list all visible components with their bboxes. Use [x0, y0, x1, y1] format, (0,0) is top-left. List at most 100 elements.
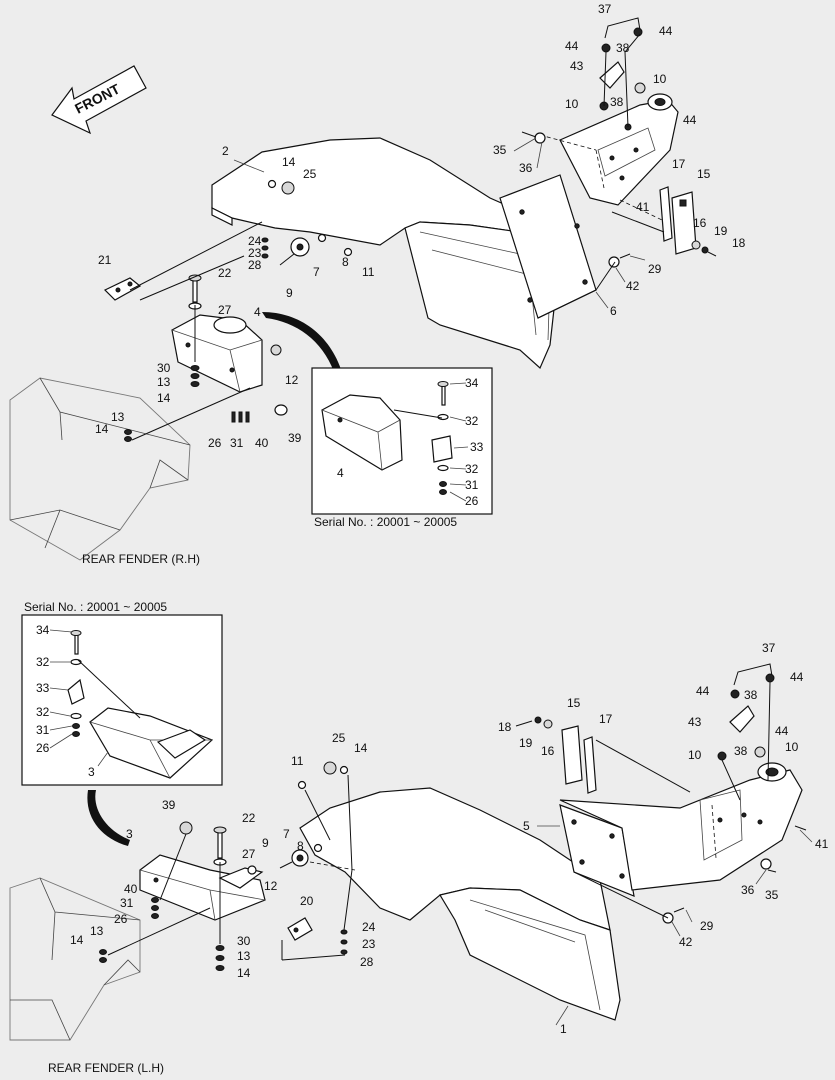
rh-mount-bracket	[171, 314, 263, 393]
callout: 32	[36, 705, 50, 719]
callout: 27	[218, 303, 232, 317]
callout: 11	[362, 265, 375, 279]
callout: 14	[95, 422, 109, 436]
callout: 10	[785, 740, 799, 754]
callout: 41	[636, 200, 650, 214]
callout: 5	[523, 819, 530, 833]
callout: 35	[493, 143, 507, 157]
rh-callouts: 37 44 38 44 43 10 10 38 44 2 14 25 35 36…	[95, 2, 746, 508]
callout: 15	[567, 696, 581, 710]
callout: 43	[570, 59, 584, 73]
callout: 26	[465, 494, 479, 508]
callout: 12	[264, 879, 278, 893]
callout: 16	[693, 216, 707, 230]
callout: 13	[157, 375, 171, 389]
callout: 32	[36, 655, 50, 669]
callout: 39	[162, 798, 176, 812]
callout: 20	[300, 894, 314, 908]
rh-assembly-lines	[129, 33, 665, 441]
lh-hardware	[515, 663, 807, 924]
rh-mud-flap	[499, 174, 597, 319]
callout: 32	[465, 462, 479, 476]
callout: 25	[332, 731, 346, 745]
callout: 15	[697, 167, 711, 181]
rh-caption: REAR FENDER (R.H)	[82, 552, 200, 566]
callout: 14	[237, 966, 251, 980]
callout: 14	[282, 155, 296, 169]
callout: 26	[114, 912, 128, 926]
callout: 35	[765, 888, 779, 902]
callout: 7	[283, 827, 290, 841]
callout: 27	[242, 847, 256, 861]
callout: 43	[688, 715, 702, 729]
callout: 32	[465, 414, 479, 428]
callout: 8	[297, 839, 304, 853]
lh-inset-caption: Serial No. : 20001 ~ 20005	[24, 600, 167, 614]
callout: 9	[262, 836, 269, 850]
lh-cab-outline	[9, 877, 141, 1041]
callout: 13	[90, 924, 104, 938]
callout: 38	[616, 41, 630, 55]
callout: 7	[313, 265, 320, 279]
callout: 11	[291, 754, 304, 768]
callout: 36	[741, 883, 755, 897]
lh-assembly-lines	[107, 681, 771, 961]
callout: 28	[248, 258, 262, 272]
callout: 44	[565, 39, 579, 53]
callout: 18	[732, 236, 746, 250]
callout: 23	[248, 246, 262, 260]
rh-inset-pointer	[262, 312, 342, 372]
callout: 40	[124, 882, 138, 896]
callout: 19	[519, 736, 533, 750]
callout: 42	[626, 279, 640, 293]
callout: 44	[683, 113, 697, 127]
callout: 23	[362, 937, 376, 951]
callout: 22	[218, 266, 232, 280]
callout: 37	[762, 641, 776, 655]
callout: 40	[255, 436, 269, 450]
callout: 13	[237, 949, 251, 963]
callout: 30	[237, 934, 251, 948]
callout: 10	[688, 748, 702, 762]
callout: 22	[242, 811, 256, 825]
callout: 44	[696, 684, 710, 698]
callout: 33	[470, 440, 484, 454]
callout: 34	[36, 623, 50, 637]
callout: 31	[465, 478, 479, 492]
rh-inset-caption: Serial No. : 20001 ~ 20005	[314, 515, 457, 529]
rh-hardware	[521, 17, 717, 268]
callout: 4	[337, 466, 344, 480]
callout: 14	[70, 933, 84, 947]
lh-leaders	[49, 629, 813, 1026]
callout: 38	[734, 744, 748, 758]
front-arrow: FRONT	[51, 65, 147, 135]
callout: 14	[157, 391, 171, 405]
callout: 28	[360, 955, 374, 969]
callout: 4	[254, 305, 261, 319]
callout: 34	[465, 376, 479, 390]
callout: 24	[362, 920, 376, 934]
callout: 2	[222, 144, 229, 158]
callout: 33	[36, 681, 50, 695]
callout: 44	[790, 670, 804, 684]
callout: 9	[286, 286, 293, 300]
lh-inset-pointer	[87, 790, 130, 846]
callout: 31	[120, 896, 134, 910]
callout: 3	[126, 827, 133, 841]
callout: 19	[714, 224, 728, 238]
callout: 31	[230, 436, 244, 450]
callout: 30	[157, 361, 171, 375]
callout: 38	[744, 688, 758, 702]
rh-inset	[311, 367, 493, 515]
callout: 24	[248, 234, 262, 248]
callout: 44	[659, 24, 673, 38]
callout: 3	[88, 765, 95, 779]
callout: 37	[598, 2, 612, 16]
callout: 42	[679, 935, 693, 949]
lh-caption: REAR FENDER (L.H)	[48, 1061, 164, 1075]
lh-callouts: 34 32 33 32 31 26 3 37 44 38 44 15 17 43…	[36, 623, 829, 1036]
callout: 38	[610, 95, 624, 109]
rh-clip-and-bolts	[103, 179, 353, 442]
callout: 36	[519, 161, 533, 175]
